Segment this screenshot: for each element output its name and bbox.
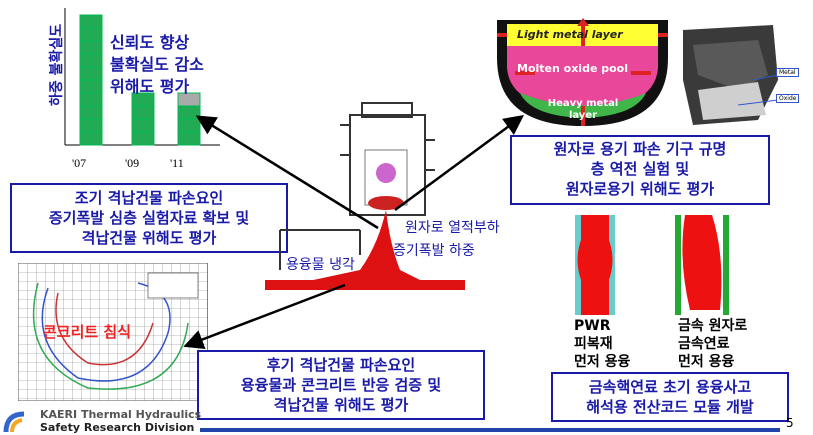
light-metal-label: Light metal layer — [517, 28, 623, 41]
concrete-erosion-label: 콘크리트 침식 — [43, 323, 132, 341]
bar-cell-'11 — [177, 131, 201, 146]
bar-cell-'11 — [177, 105, 201, 120]
bar-cell-'07 — [79, 92, 103, 107]
uncertainty-chart: 하중 불확실도 '07 '09 '11 — [30, 8, 220, 170]
metal-reactor-caption: 금속 원자로 금속연료 먼저 용융 — [678, 317, 747, 371]
bar-cell-'09 — [131, 131, 155, 146]
fuel-pin-diagrams — [575, 215, 729, 315]
bar-cell-'07 — [79, 105, 103, 120]
metal-line3: 먼저 용융 — [678, 354, 735, 370]
bar-cell-'07 — [79, 66, 103, 81]
steam-explosion-label: 증기폭발 하중 — [393, 243, 475, 259]
chart-plot — [64, 8, 220, 146]
ingot-photo: Metal Oxide — [678, 20, 800, 130]
pwr-line2: 피복재 — [574, 336, 613, 352]
bar-cell-'07 — [79, 131, 103, 146]
kaeri-logo-icon — [3, 411, 25, 433]
photo-label-oxide: Oxide — [776, 94, 800, 103]
early-containment-box: 조기 격납건물 파손요인 증기폭발 심층 실험자료 확보 및 격납건물 위해도 … — [10, 183, 288, 253]
metal-fuel-box: 금속핵연료 초기 용융사고 해석용 전산코드 모듈 개발 — [551, 372, 789, 422]
tick-09: '09 — [125, 156, 140, 170]
vessel-box-line1: 원자로 용기 파손 기구 규명 — [553, 140, 727, 158]
footer-org-line2: Safety Research Division — [40, 421, 195, 434]
bar-cell-'07 — [79, 40, 103, 55]
early-box-line2: 증기폭발 심층 실험자료 확보 및 — [48, 209, 250, 227]
late-containment-box: 후기 격납건물 파손요인 용융물과 콘크리트 반응 검증 및 격납건물 위해도 … — [197, 350, 485, 420]
note-2: 불확실도 감소 — [110, 55, 204, 74]
pwr-line1: PWR — [574, 318, 611, 334]
note-3: 위해도 평가 — [110, 77, 190, 96]
thermal-load-label: 원자로 열적부하 — [405, 220, 500, 236]
melt-cooling-label: 용융물 냉각 — [286, 257, 355, 273]
bar-cell-'07 — [79, 27, 103, 42]
chart-notes: 신뢰도 향상 불확실도 감소 위해도 평가 — [110, 32, 204, 98]
bar-cell-'07 — [79, 14, 103, 29]
oxide-pool-label: Molten oxide pool — [517, 62, 628, 75]
vessel-box-line3: 원자로용기 위해도 평가 — [565, 180, 715, 198]
note-1: 신뢰도 향상 — [110, 33, 190, 52]
concrete-grid: 콘크리트 침식 — [17, 262, 209, 402]
metal-line2: 금속연료 — [678, 336, 730, 352]
vessel-box-line2: 층 역전 실험 및 — [590, 160, 690, 178]
bar-cell-'09 — [131, 92, 155, 107]
pwr-line3: 먼저 용융 — [574, 354, 631, 370]
late-box-line3: 격납건물 위해도 평가 — [273, 396, 409, 414]
footer-rule — [200, 428, 780, 432]
metal-box-line1: 금속핵연료 초기 용융사고 — [588, 378, 752, 396]
tick-07: '07 — [72, 156, 87, 170]
bar-cell-'07 — [79, 118, 103, 133]
footer-org-line1: KAERI Thermal Hydraulics — [40, 408, 202, 421]
metal-box-line2: 해석용 전산코드 모듈 개발 — [586, 398, 754, 416]
pwr-caption: PWR 피복재 먼저 용융 — [574, 317, 630, 371]
bar-cell-'07 — [79, 53, 103, 68]
early-box-line3: 격납건물 위해도 평가 — [81, 229, 217, 247]
bar-cell-'09 — [131, 105, 155, 120]
late-box-line1: 후기 격납건물 파손요인 — [266, 356, 416, 374]
ingot-image — [683, 25, 779, 125]
grid-plot — [17, 262, 209, 402]
metal-line1: 금속 원자로 — [678, 318, 748, 334]
footer: KAERI Thermal Hydraulics Safety Research… — [0, 408, 813, 435]
bar-cell-'09 — [131, 118, 155, 133]
vessel-diagram: Light metal layer Molten oxide pool Heav… — [495, 18, 670, 128]
page-number: 5 — [786, 416, 794, 430]
bar-cell-'07 — [79, 79, 103, 94]
heavy-metal-label: Heavy metal layer — [547, 98, 619, 121]
vessel-shape — [497, 18, 668, 126]
late-box-line2: 용융물과 콘크리트 반응 검증 및 — [240, 376, 442, 394]
bar-cell-'11 — [177, 92, 201, 107]
photo-label-metal: Metal — [776, 68, 799, 77]
bar-cell-'11 — [177, 118, 201, 133]
tick-11: '11 — [170, 156, 184, 170]
vessel-failure-box: 원자로 용기 파손 기구 규명 층 역전 실험 및 원자로용기 위해도 평가 — [510, 135, 770, 205]
early-box-line1: 조기 격납건물 파손요인 — [74, 189, 224, 207]
